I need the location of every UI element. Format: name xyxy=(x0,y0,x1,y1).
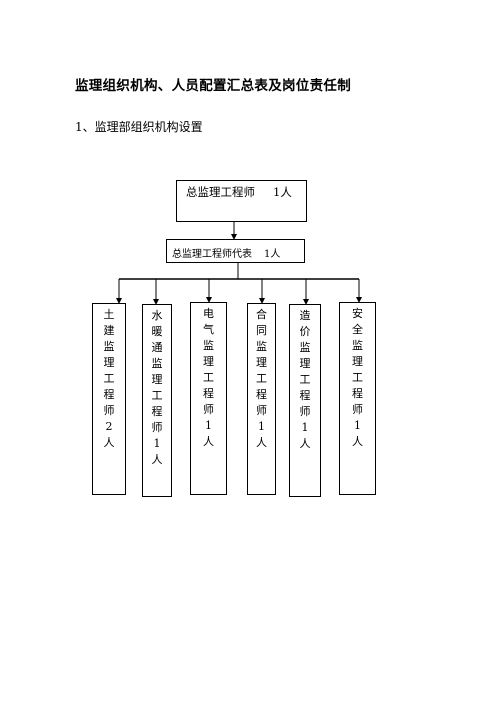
chief-engineer-count: 1人 xyxy=(273,185,292,199)
department-box-cost: 造价监理工程师1人 xyxy=(289,304,321,497)
department-label: 造价监理工程师1人 xyxy=(299,309,311,450)
department-label: 合同监理工程师1人 xyxy=(256,308,267,449)
department-box-civil: 土建监理工程师2人 xyxy=(92,303,126,495)
deputy-engineer-label: 总监理工程师代表 1人 xyxy=(172,245,280,260)
chief-engineer-role: 总监理工程师 xyxy=(186,185,255,199)
deputy-engineer-box: 总监理工程师代表 1人 xyxy=(166,239,305,263)
department-label: 电气监理工程师1人 xyxy=(203,307,214,448)
chief-engineer-box: 总监理工程师 1人 xyxy=(176,180,307,222)
department-label: 水暖通监理工程师1人 xyxy=(151,309,163,466)
department-label: 土建监理工程师2人 xyxy=(103,308,115,449)
chief-engineer-label: 总监理工程师 1人 xyxy=(186,184,292,200)
department-box-safety: 安全监理工程师1人 xyxy=(339,302,376,495)
deputy-engineer-count: 1人 xyxy=(264,249,281,260)
department-box-contract: 合同监理工程师1人 xyxy=(247,303,276,495)
department-box-electrical: 电气监理工程师1人 xyxy=(190,302,227,495)
department-label: 安全监理工程师1人 xyxy=(352,307,363,448)
section-heading: 1、监理部组织机构设置 xyxy=(75,120,203,134)
deputy-engineer-role: 总监理工程师代表 xyxy=(172,249,252,260)
document-title: 监理组织机构、人员配置汇总表及岗位责任制 xyxy=(75,78,351,94)
department-box-hvac: 水暖通监理工程师1人 xyxy=(142,304,172,497)
